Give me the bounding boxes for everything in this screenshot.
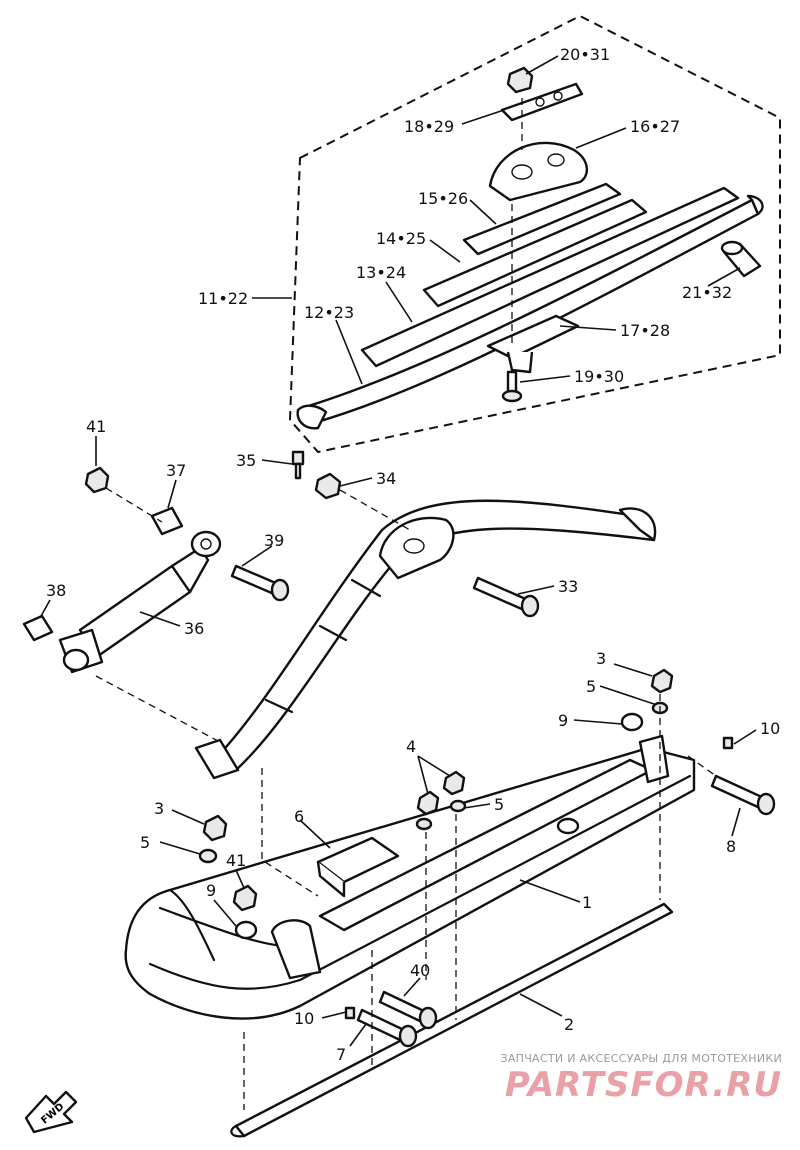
callout-21-32: 21•32 bbox=[682, 283, 732, 302]
callout-35: 35 bbox=[236, 451, 256, 470]
callout-12-23: 12•23 bbox=[304, 303, 354, 322]
callout-10-right: 10 bbox=[760, 719, 780, 738]
callout-38: 38 bbox=[46, 581, 66, 600]
front-direction-badge: FWD bbox=[24, 1090, 78, 1134]
watermark: ЗАПЧАСТИ И АКСЕССУАРЫ ДЛЯ МОТОТЕХНИКИ PA… bbox=[482, 1052, 782, 1105]
callout-18-29: 18•29 bbox=[404, 117, 454, 136]
callout-4: 4 bbox=[406, 737, 416, 756]
bolt-19-30 bbox=[501, 370, 523, 403]
callout-5-mid: 5 bbox=[494, 795, 504, 814]
bolt-39 bbox=[230, 564, 290, 602]
callout-13-24: 13•24 bbox=[356, 263, 406, 282]
callout-14-25: 14•25 bbox=[376, 229, 426, 248]
nuts-and-washers bbox=[198, 668, 734, 1020]
callout-16-27: 16•27 bbox=[630, 117, 680, 136]
nut-41-top bbox=[84, 466, 110, 494]
ski-spindle-bracket bbox=[270, 734, 670, 980]
spring-leaf-12-23 bbox=[296, 194, 764, 430]
callout-2: 2 bbox=[564, 1015, 574, 1034]
callout-39: 39 bbox=[264, 531, 284, 550]
callout-10-left: 10 bbox=[294, 1009, 314, 1028]
spring-seat-17-28 bbox=[486, 314, 580, 374]
spring-leaf-15-26 bbox=[462, 182, 622, 256]
leaf-spring-detail-enclosure bbox=[288, 14, 781, 454]
callout-11-22: 11•22 bbox=[198, 289, 248, 308]
bushing-38 bbox=[22, 614, 54, 642]
bolt-33 bbox=[472, 576, 540, 618]
callout-3-left: 3 bbox=[154, 799, 164, 818]
callout-17-28: 17•28 bbox=[620, 321, 670, 340]
callout-19-30: 19•30 bbox=[574, 367, 624, 386]
callout-41-low: 41 bbox=[226, 851, 246, 870]
callout-40: 40 bbox=[410, 961, 430, 980]
bushing-37 bbox=[150, 506, 184, 536]
part-callouts: 20•31 18•29 16•27 15•26 14•25 13•24 11•2… bbox=[46, 45, 780, 1064]
shock-absorber-36 bbox=[58, 530, 222, 674]
callout-1: 1 bbox=[582, 893, 592, 912]
callout-36: 36 bbox=[184, 619, 204, 638]
callout-41-top: 41 bbox=[86, 417, 106, 436]
callout-33: 33 bbox=[558, 577, 578, 596]
callout-15-26: 15•26 bbox=[418, 189, 468, 208]
callout-5-left: 5 bbox=[140, 833, 150, 852]
bolt-40 bbox=[378, 990, 438, 1030]
nut-34 bbox=[314, 472, 342, 500]
callout-5-right: 5 bbox=[586, 677, 596, 696]
callout-8: 8 bbox=[726, 837, 736, 856]
bushing-21-32 bbox=[720, 240, 762, 278]
bolt-35 bbox=[291, 450, 305, 480]
watermark-caption: ЗАПЧАСТИ И АКСЕССУАРЫ ДЛЯ МОТОТЕХНИКИ bbox=[500, 1052, 782, 1065]
callout-6: 6 bbox=[294, 807, 304, 826]
callout-9-right: 9 bbox=[558, 711, 568, 730]
callout-9-left: 9 bbox=[206, 881, 216, 900]
watermark-logo: PARTSFOR.RU bbox=[504, 1065, 782, 1105]
leader-lines bbox=[39, 55, 757, 1047]
callout-34: 34 bbox=[376, 469, 396, 488]
spring-saddle-16-27 bbox=[488, 141, 588, 202]
ski-wear-rod-2 bbox=[230, 902, 674, 1138]
spring-leaf-13-24 bbox=[360, 186, 740, 368]
bolt-8 bbox=[710, 774, 776, 816]
callout-37: 37 bbox=[166, 461, 186, 480]
callout-3-right: 3 bbox=[596, 649, 606, 668]
assembled-leaf-spring bbox=[194, 499, 657, 780]
ski-bracket-6 bbox=[316, 836, 400, 898]
nut-20-31 bbox=[506, 66, 534, 94]
alignment-lines bbox=[95, 98, 717, 1110]
spring-leaf-14-25 bbox=[422, 198, 648, 308]
callout-20-31: 20•31 bbox=[560, 45, 610, 64]
callout-7: 7 bbox=[336, 1045, 346, 1064]
bolt-7 bbox=[356, 1008, 418, 1048]
